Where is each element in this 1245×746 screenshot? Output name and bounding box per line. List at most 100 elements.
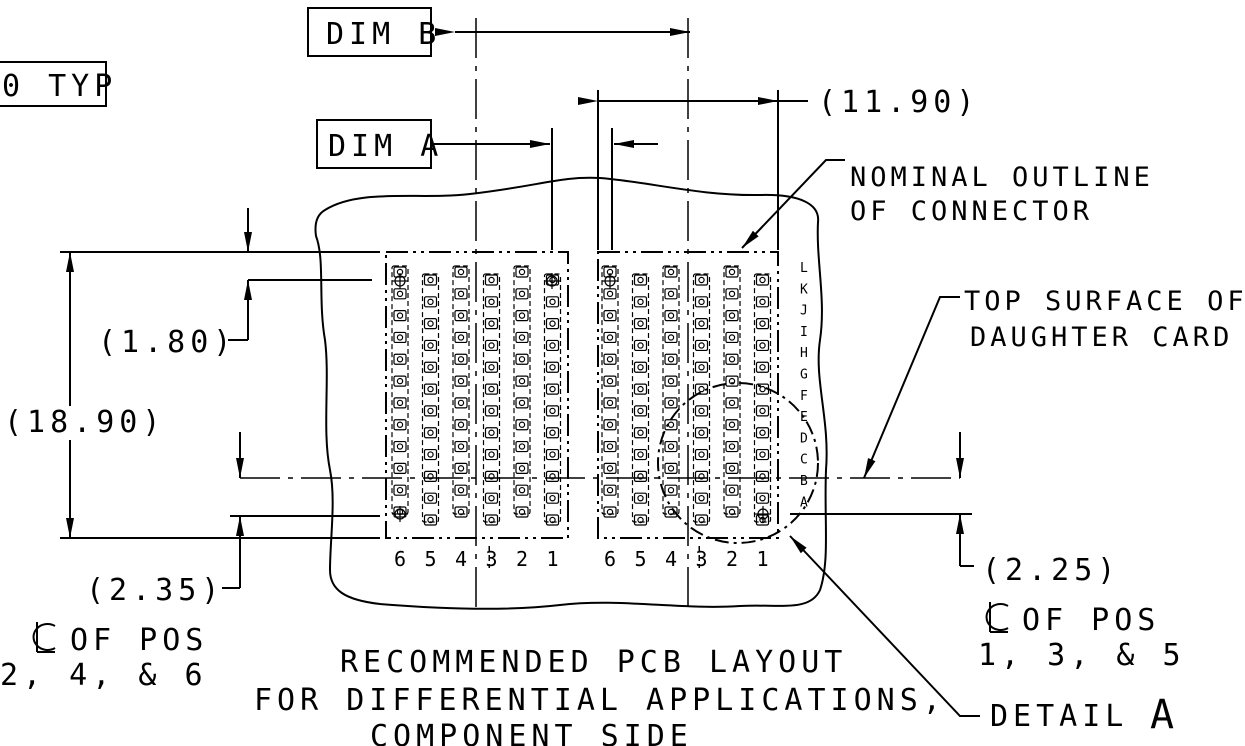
via-hole <box>698 494 705 502</box>
column-number: 6 <box>604 547 616 571</box>
dim-b-label: DIM B <box>326 17 441 52</box>
via-hole <box>518 377 526 385</box>
cl-pos-even-line2: 2, 4, & 6 <box>0 658 208 693</box>
via-hole <box>518 486 526 494</box>
pad-column <box>452 265 470 515</box>
via-hole <box>759 298 766 306</box>
via-hole <box>396 486 404 494</box>
via-hole <box>488 385 495 393</box>
pad <box>545 470 560 482</box>
pad <box>515 375 529 387</box>
pad <box>694 470 709 482</box>
pad <box>484 361 499 373</box>
pad <box>664 484 678 496</box>
via-hole <box>637 364 644 371</box>
via-hole <box>637 494 644 502</box>
pad <box>694 361 709 373</box>
via-hole <box>667 356 675 363</box>
pad <box>423 318 438 330</box>
via-hole <box>488 342 495 349</box>
via-hole <box>728 465 736 472</box>
via-hole <box>488 298 495 306</box>
pad <box>515 288 529 300</box>
via-hole <box>427 516 434 524</box>
via-hole <box>549 320 556 327</box>
via-hole <box>698 407 705 415</box>
pad <box>694 405 709 417</box>
pad <box>725 310 739 322</box>
via-hole <box>427 473 434 480</box>
via-hole <box>549 516 556 524</box>
via-hole <box>667 443 675 450</box>
pad <box>515 331 529 344</box>
dim-2-35-label: (2.35) <box>86 573 224 608</box>
via-hole <box>698 385 705 393</box>
pad <box>515 397 529 409</box>
via-hole <box>457 312 465 319</box>
nominal-outline-line1: NOMINAL OUTLINE <box>850 162 1154 193</box>
pad <box>725 419 739 431</box>
via-hole <box>698 364 705 371</box>
pad <box>725 331 739 344</box>
via-hole <box>549 494 556 502</box>
pad <box>484 448 499 461</box>
pad <box>603 288 617 300</box>
pad <box>664 266 678 278</box>
via-hole <box>518 334 526 341</box>
via-hole <box>728 356 736 363</box>
via-hole <box>457 421 465 428</box>
via-hole <box>488 407 495 415</box>
via-hole <box>606 508 614 516</box>
via-hole <box>637 429 644 436</box>
pad <box>694 514 709 526</box>
title-line1: RECOMMENDED PCB LAYOUT <box>340 645 847 680</box>
via-hole <box>427 320 434 327</box>
via-hole <box>667 377 675 385</box>
pad <box>454 506 468 518</box>
via-hole <box>457 290 465 298</box>
pad <box>423 470 438 482</box>
pad <box>725 397 739 409</box>
via-hole <box>728 443 736 450</box>
via-hole <box>427 494 434 502</box>
pad <box>393 288 407 300</box>
pad <box>454 353 468 365</box>
pad <box>515 462 529 474</box>
pad <box>755 296 770 308</box>
via-hole <box>488 494 495 502</box>
row-letter: E <box>800 410 808 425</box>
via-hole <box>759 364 766 371</box>
row-letter: J <box>800 304 808 319</box>
pad <box>454 462 468 474</box>
title-line2: FOR DIFFERENTIAL APPLICATIONS, <box>254 683 946 718</box>
pad-column <box>421 273 440 523</box>
via-hole <box>759 429 766 436</box>
via-hole <box>698 451 705 458</box>
pad <box>603 397 617 409</box>
pad <box>393 397 407 409</box>
pad <box>755 448 770 461</box>
via-hole <box>728 486 736 494</box>
via-hole <box>637 451 644 458</box>
via-hole <box>518 443 526 450</box>
pad <box>393 353 407 365</box>
pad <box>633 318 648 330</box>
pad <box>484 339 499 352</box>
pad <box>633 405 648 417</box>
pad <box>423 361 438 373</box>
via-hole <box>728 312 736 319</box>
pad <box>423 448 438 461</box>
top-surface-line1: TOP SURFACE OF <box>964 286 1245 317</box>
via-hole <box>698 298 705 306</box>
pad <box>664 397 678 409</box>
pad <box>603 353 617 365</box>
via-hole <box>606 312 614 319</box>
pad <box>755 470 770 482</box>
detail-letter: A <box>1150 692 1174 738</box>
pad <box>664 506 678 518</box>
pad-column <box>692 273 711 523</box>
pad-column <box>631 273 650 523</box>
pad <box>423 427 438 439</box>
pad-column <box>391 265 409 515</box>
cl-pos-odd-line1: OF POS <box>1022 603 1160 638</box>
